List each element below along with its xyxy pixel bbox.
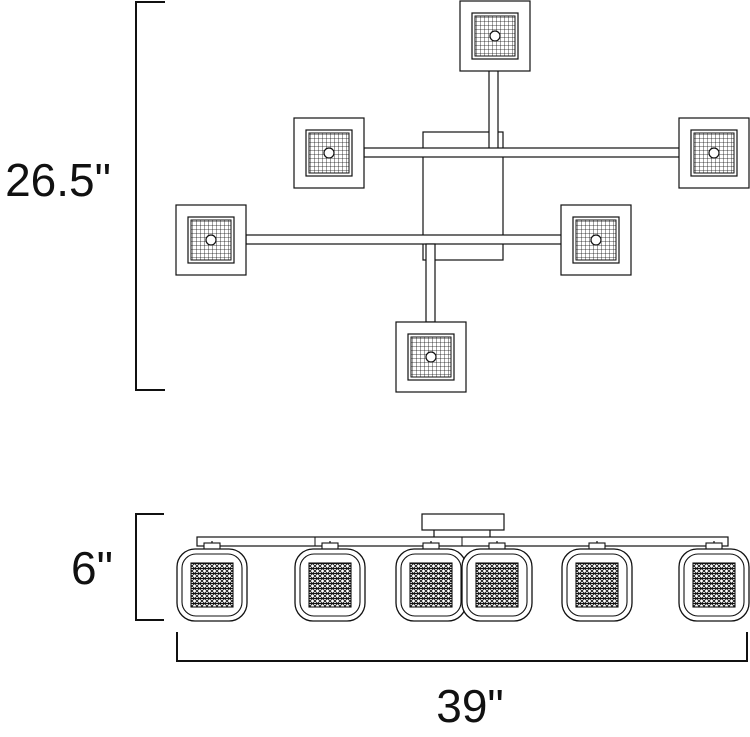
top-view: 26.5" — [5, 0, 750, 393]
shade-top — [459, 0, 531, 72]
shade-upper-left — [293, 117, 365, 189]
depth-dimension-label: 6" — [71, 542, 113, 594]
shade-bottom — [395, 321, 467, 393]
side-canopy — [421, 513, 505, 531]
side-shade-1 — [176, 540, 248, 622]
width-dimension-bracket — [176, 632, 748, 662]
side-shade-2 — [294, 540, 366, 622]
side-shade-5 — [561, 540, 633, 622]
height-dimension-bracket — [135, 1, 165, 391]
shade-lower-left — [175, 204, 247, 276]
width-dimension-label: 39" — [436, 680, 504, 732]
side-shade-4 — [461, 540, 533, 622]
shade-lower-right — [560, 204, 632, 276]
side-shade-6 — [678, 540, 750, 622]
side-shade-3 — [395, 540, 467, 622]
shade-upper-right — [678, 117, 750, 189]
height-dimension-label: 26.5" — [5, 154, 111, 206]
side-view: 6" 39" — [71, 513, 750, 732]
depth-dimension-bracket — [135, 513, 164, 621]
